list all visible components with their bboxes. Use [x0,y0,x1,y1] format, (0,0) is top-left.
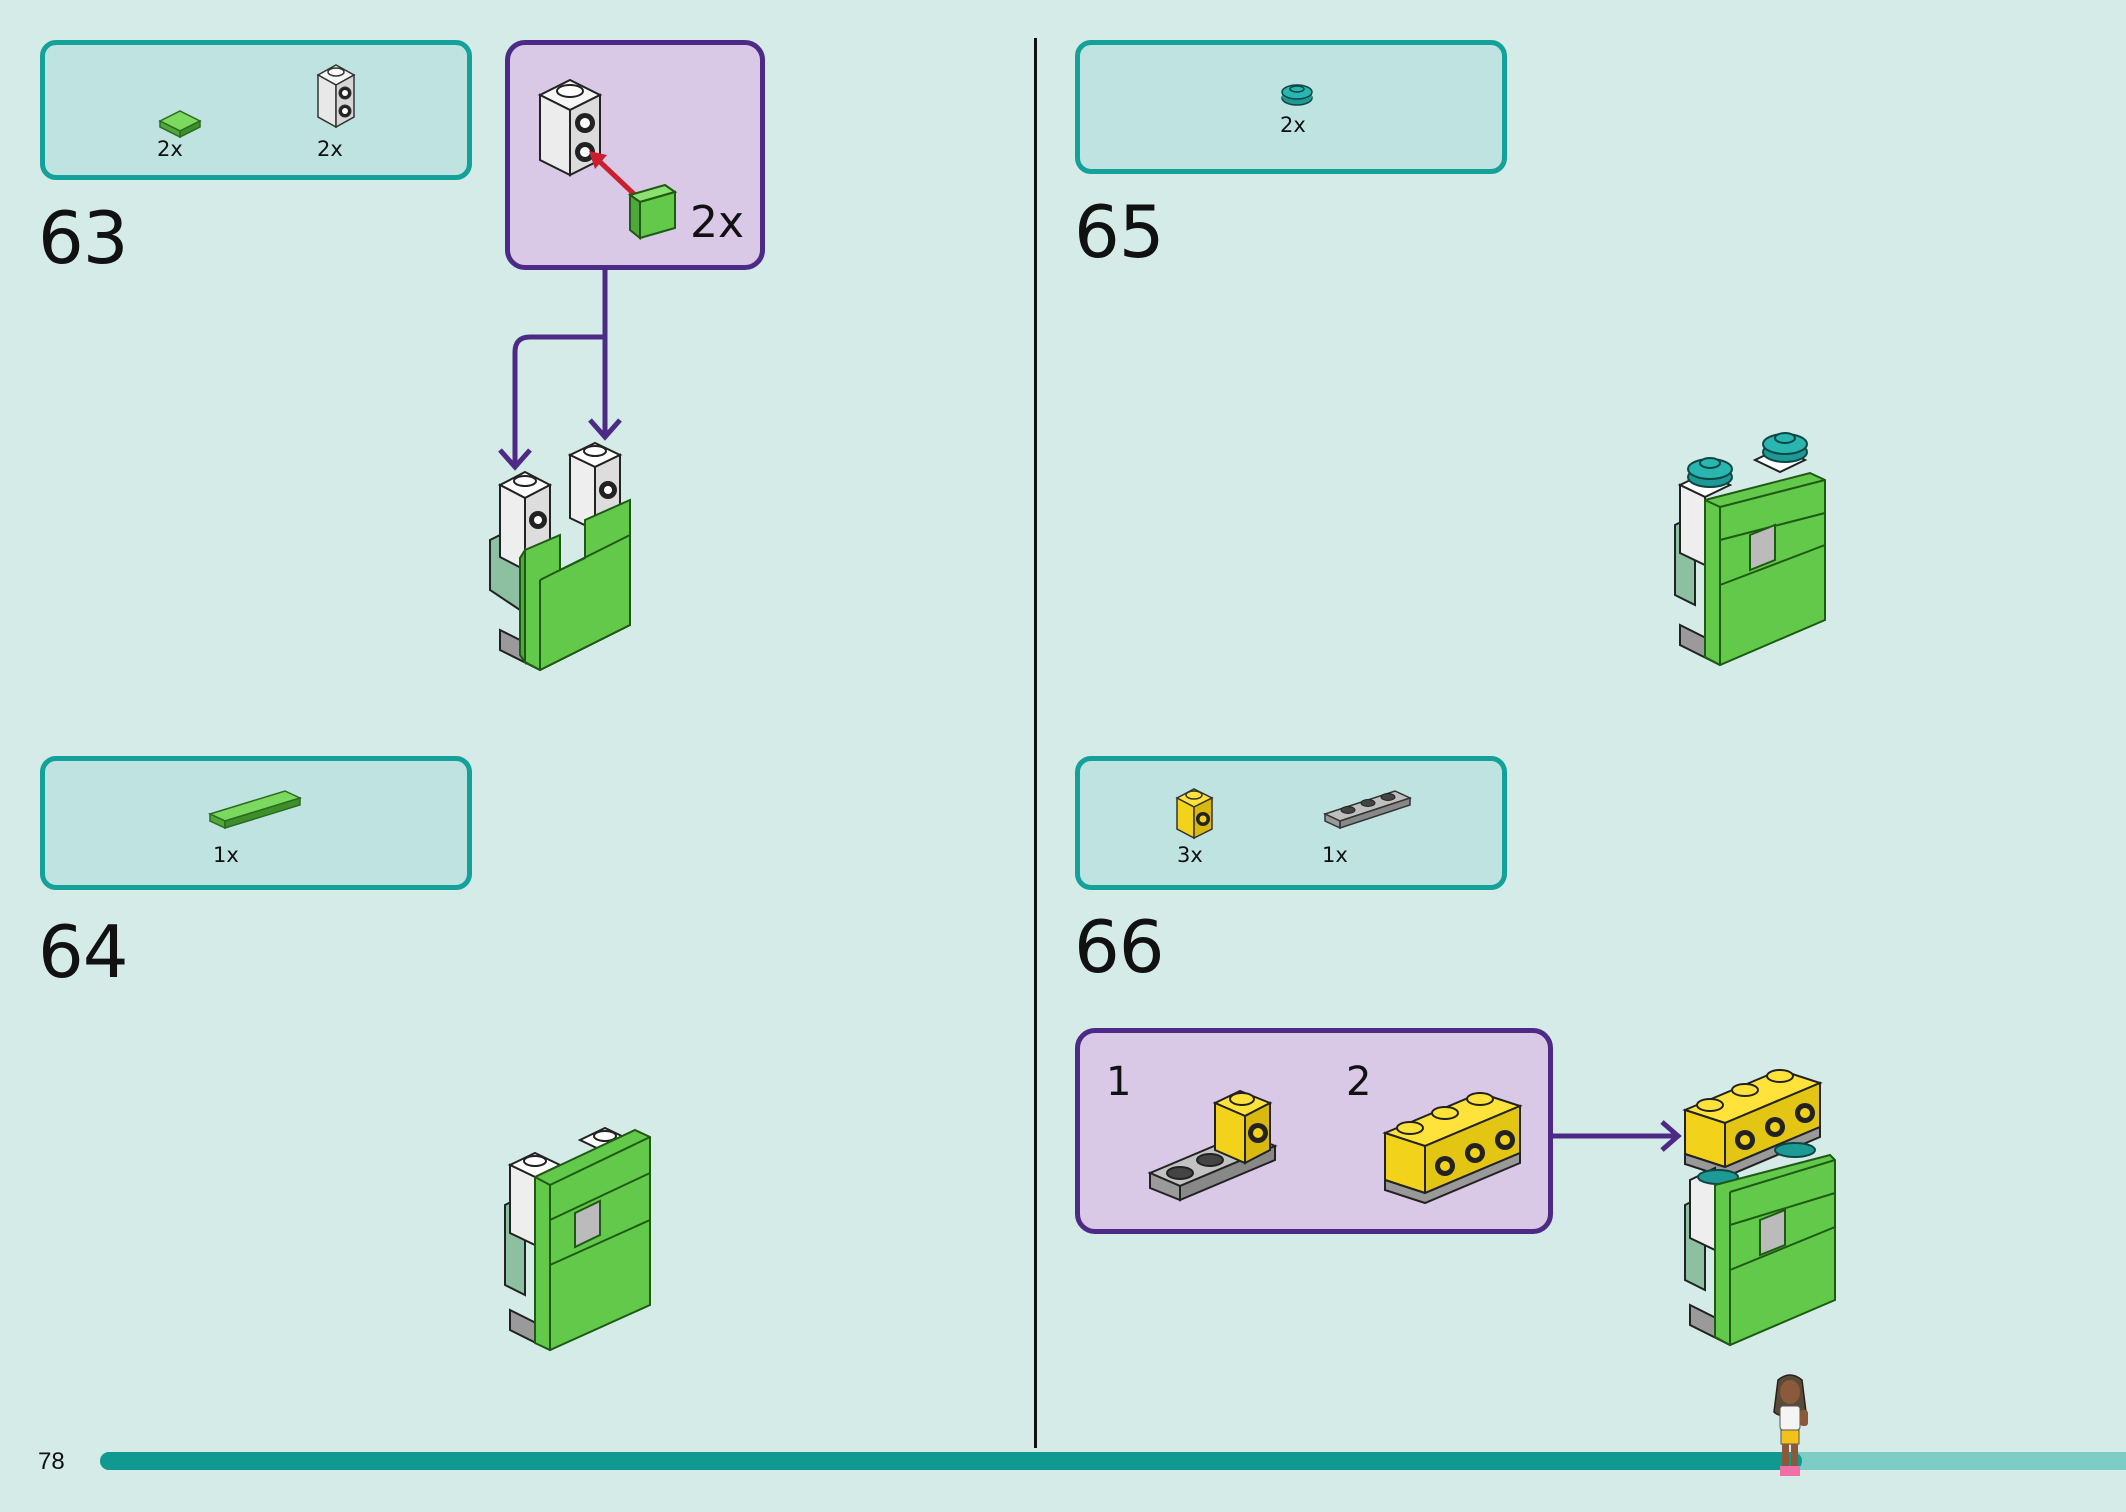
step-number-64: 64 [38,910,129,994]
model-step-63 [489,441,631,672]
part-qty: 1x [213,843,239,867]
callout-arrow [1552,1120,1682,1152]
substep-1-assembly-icon [1147,1089,1278,1202]
part-qty: 2x [157,137,183,161]
green-tile-1x1-icon [627,183,678,241]
white-brick-studs-icon [316,64,356,129]
substep-number: 1 [1106,1059,1132,1105]
part-qty: 2x [1280,113,1306,137]
minifigure-icon [1773,1374,1808,1476]
progress-bar-fill [100,1452,1802,1470]
red-arrow-icon [589,151,637,197]
callout-step-66: 1 2 [1075,1028,1553,1234]
model-step-66 [1682,1068,1836,1347]
page-number: 78 [38,1448,65,1475]
substep-2-assembly-icon [1382,1091,1523,1205]
parts-box-step-65: 2x [1075,40,1507,174]
parts-box-step-64: 1x [40,756,472,890]
model-step-64 [504,1126,651,1352]
model-step-65 [1674,432,1826,667]
callout-qty: 2x [690,197,745,248]
green-tile-1x1-icon [158,110,202,139]
part-qty: 3x [1177,843,1203,867]
teal-round-plate-icon [1281,84,1313,106]
substep-number: 2 [1346,1059,1372,1105]
step-number-65: 65 [1074,190,1165,274]
parts-box-step-63: 2x 2x [40,40,472,180]
grey-plate-1x3-icon [1322,790,1413,830]
part-qty: 1x [1322,843,1348,867]
callout-step-63: 2x [505,40,765,270]
step-number-63: 63 [38,196,129,280]
parts-box-step-66: 3x 1x [1075,756,1507,890]
white-brick-studs-icon [537,78,603,177]
progress-bar [100,1452,2126,1470]
step-number-66: 66 [1074,905,1165,989]
part-qty: 2x [317,137,343,161]
callout-arrows [498,270,622,471]
yellow-brick-icon [1175,788,1214,840]
page-divider [1034,38,1037,1448]
green-tile-1x4-icon [207,790,303,830]
